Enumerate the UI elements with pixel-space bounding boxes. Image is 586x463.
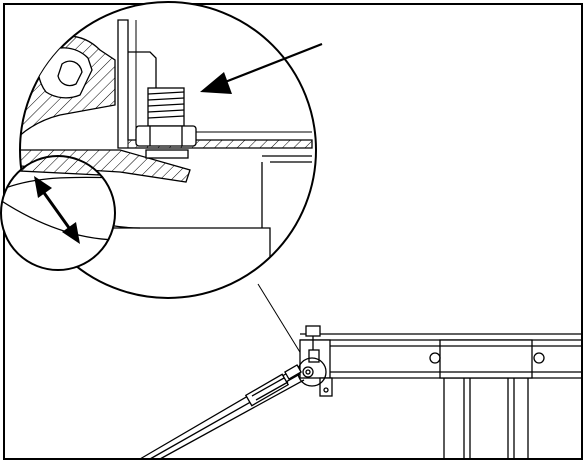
main-assembly xyxy=(299,325,582,459)
screw-bolt xyxy=(135,87,197,159)
pointer-arrow-icon xyxy=(200,42,323,94)
leader-line xyxy=(257,283,307,363)
diagonal-arm xyxy=(139,364,305,460)
double-arrow-icon xyxy=(34,176,80,244)
